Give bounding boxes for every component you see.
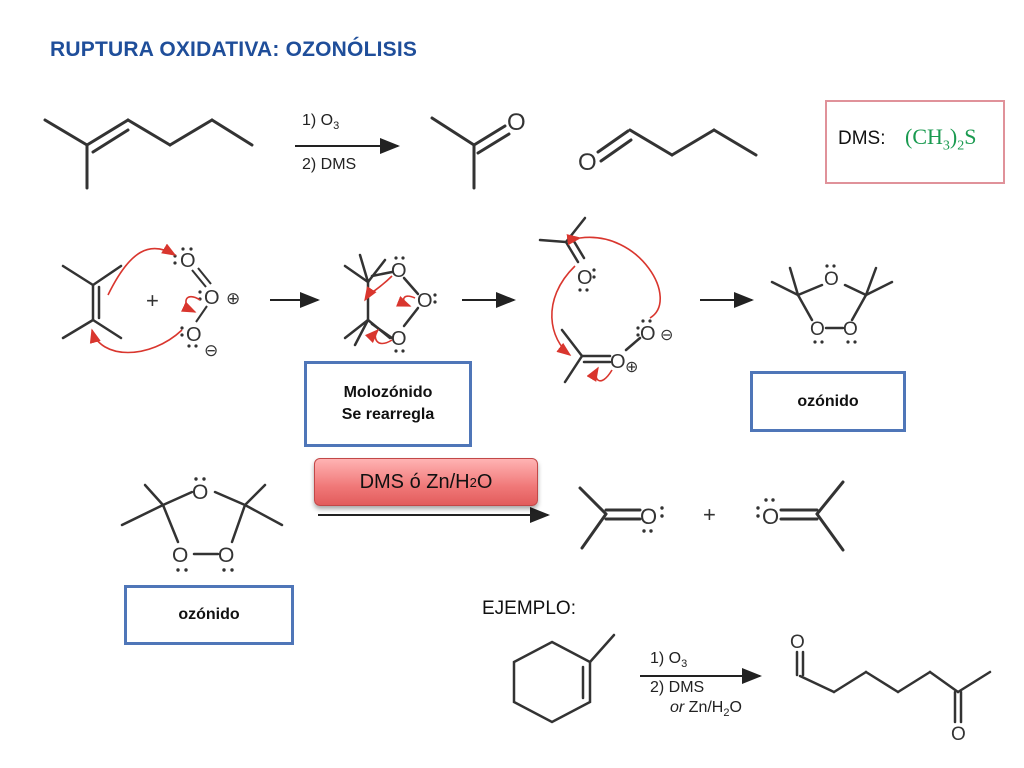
- ozonide-label: ozónido: [797, 392, 859, 410]
- ketoaldehyde-product: [795, 650, 992, 724]
- dms-label: DMS:: [838, 128, 886, 149]
- example-reagent-step-2: 2) DMS: [650, 679, 705, 696]
- acetone-product-lower-left: [578, 486, 642, 550]
- atom-label: O: [640, 323, 656, 345]
- atom-label: O: [186, 324, 202, 346]
- ozonide-label: ozónido: [178, 606, 240, 623]
- example-reagent-step-1: 1) O3: [650, 650, 688, 671]
- rearrangement-label: Se rearregla: [341, 406, 435, 423]
- atom-label: O: [180, 250, 196, 272]
- molozonide-label-box: Molozónido Se rearregla: [304, 361, 472, 447]
- butanal-product-top: [596, 128, 758, 163]
- ozonide-structure-lower: [120, 483, 284, 556]
- atom-label: O: [577, 267, 593, 289]
- plus-sign: +: [146, 288, 159, 313]
- page-title: RUPTURA OXIDATIVA: OZONÓLISIS: [50, 38, 418, 61]
- atom-label: O: [578, 149, 597, 176]
- reagent-step-1: 1) O3: [302, 112, 340, 133]
- ozonide-label-box-right: ozónido: [750, 371, 906, 432]
- alkene-reactant-top: [43, 118, 254, 190]
- atom-label: O: [610, 351, 626, 373]
- ozone-molecule: O O O ⊕ ⊖: [173, 247, 240, 360]
- molozonide-label: Molozónido: [343, 384, 433, 401]
- charge-label: ⊕: [625, 359, 638, 376]
- atom-label: O: [951, 724, 966, 745]
- charge-label: ⊖: [204, 341, 218, 360]
- atom-label: O: [218, 544, 234, 567]
- dms-definition-box: [825, 100, 1005, 184]
- atom-label: O: [762, 504, 779, 529]
- charge-label: ⊖: [660, 327, 673, 344]
- dms-formula: (CH3)2S: [905, 124, 977, 154]
- curved-arrows-step1: [89, 243, 201, 354]
- atom-label: O: [192, 481, 208, 504]
- methylcyclohexene: [512, 633, 616, 724]
- atom-label: O: [204, 287, 220, 309]
- molozonide-structure: [343, 253, 420, 347]
- acetone-product-top: [430, 116, 511, 190]
- atom-label: O: [790, 632, 805, 653]
- acetone-product-lower-right: [779, 480, 845, 552]
- atom-label: O: [391, 260, 407, 282]
- atom-label: O: [640, 504, 657, 529]
- atom-label: O: [391, 328, 407, 350]
- atom-label: O: [172, 544, 188, 567]
- alkene-mechanism: [61, 264, 123, 340]
- curved-arrows-step3: [551, 234, 661, 382]
- atom-label: O: [417, 290, 433, 312]
- example-label: EJEMPLO:: [482, 598, 576, 619]
- curved-arrows-step2: [364, 275, 416, 345]
- ozonide-label-box-lower: ozónido: [124, 585, 294, 645]
- ozonide-structure-right: [770, 266, 894, 330]
- plus-sign: +: [703, 502, 716, 527]
- reagent-step-2: 2) DMS: [302, 156, 357, 173]
- atom-label: O: [507, 109, 526, 136]
- charge-label: ⊕: [226, 289, 240, 308]
- example-reagent-step-3: or Zn/H2O: [670, 699, 742, 720]
- atom-label: O: [810, 319, 825, 340]
- atom-label: O: [843, 319, 858, 340]
- atom-label: O: [824, 269, 839, 290]
